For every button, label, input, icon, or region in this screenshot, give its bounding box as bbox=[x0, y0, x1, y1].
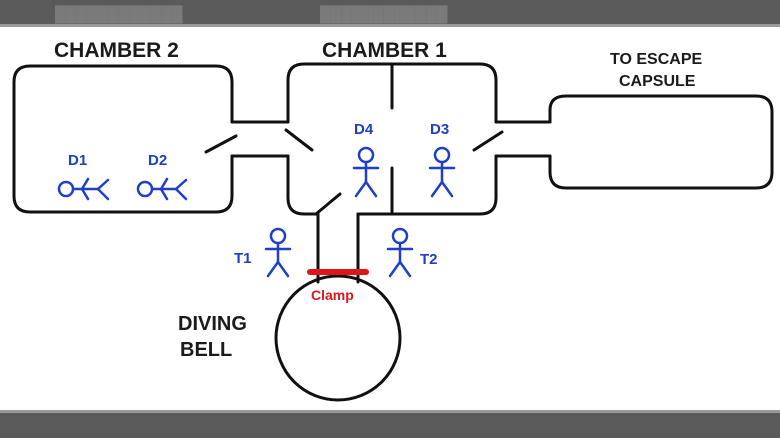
chamber-1-label: CHAMBER 1 bbox=[322, 39, 447, 62]
person-label-d1: D1 bbox=[68, 152, 87, 169]
chamber-1-wall-left bbox=[286, 62, 498, 124]
standing-person-t1-icon bbox=[264, 227, 292, 278]
lying-person-d2-icon bbox=[136, 177, 188, 201]
top-border-band bbox=[0, 0, 780, 24]
diving-bell-sphere bbox=[274, 274, 402, 402]
escape-capsule-wall bbox=[548, 94, 774, 190]
chamber-2-wall bbox=[12, 64, 234, 214]
standing-person-d3-icon bbox=[428, 146, 456, 198]
clamp-label: Clamp bbox=[311, 287, 354, 303]
diving-bell-label-line1: DIVING bbox=[178, 313, 247, 335]
blurred-header-caption: ████████████ bbox=[55, 5, 183, 24]
lying-person-d1-icon bbox=[57, 177, 110, 201]
bottom-border-band bbox=[0, 413, 780, 438]
chamber-1-wall-left-lower bbox=[286, 154, 320, 216]
person-label-d2: D2 bbox=[148, 152, 167, 169]
standing-person-t2-icon bbox=[386, 227, 414, 278]
hatch-left-chamber2 bbox=[204, 134, 238, 154]
escape-capsule-label-line2: CAPSULE bbox=[619, 73, 696, 90]
trunk-hatch bbox=[314, 192, 342, 216]
chamber-2-label: CHAMBER 2 bbox=[54, 39, 179, 62]
person-label-t2: T2 bbox=[420, 251, 438, 268]
person-label-d3: D3 bbox=[430, 121, 449, 138]
hatch-right-chamber1 bbox=[284, 128, 314, 152]
blurred-header-caption-right: ████████████ bbox=[320, 5, 448, 24]
bottom-border-highlight bbox=[0, 410, 780, 413]
chamber-1-wall-right-lower bbox=[356, 154, 498, 216]
diving-bell-label-line2: BELL bbox=[180, 339, 232, 361]
person-label-t1: T1 bbox=[234, 250, 252, 267]
top-border-highlight bbox=[0, 24, 780, 27]
hatch-escape bbox=[472, 130, 504, 152]
escape-capsule-label-line1: TO ESCAPE bbox=[610, 51, 703, 68]
standing-person-d4-icon bbox=[352, 146, 380, 198]
person-label-d4: D4 bbox=[354, 121, 374, 138]
